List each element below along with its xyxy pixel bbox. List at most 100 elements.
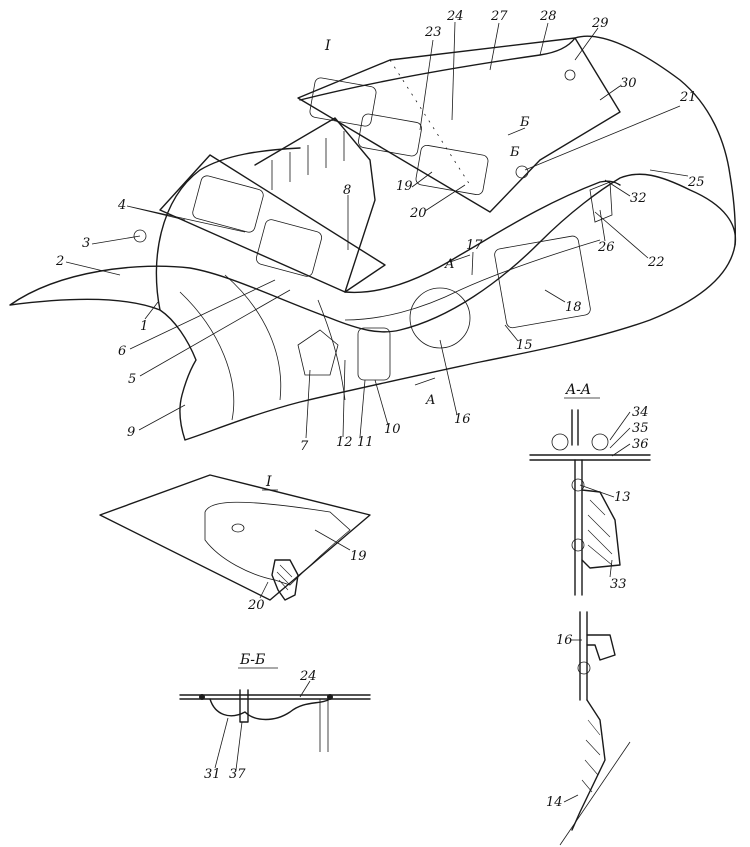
- view-I-fastener: [271, 559, 299, 601]
- hatch-4: [192, 175, 264, 233]
- view-I-hatch-cover: [204, 501, 351, 586]
- callout-16: 16: [454, 412, 471, 427]
- side-panel-lower-edge: [344, 239, 601, 321]
- section-AA-upper-web: [574, 459, 583, 596]
- callout-6: 6: [118, 344, 126, 359]
- fairing-left-shoulder: [155, 147, 301, 311]
- section-AA-bolt-13: [571, 478, 585, 492]
- front-panel: [159, 154, 386, 293]
- hatch-23: [358, 113, 422, 157]
- callout-27: 27: [490, 9, 508, 24]
- hatch-5: [255, 219, 323, 277]
- callout-30: 30: [620, 76, 637, 91]
- cut-marker-B-bottom: Б: [509, 145, 520, 160]
- callout-19: 19: [396, 179, 413, 194]
- bay-frames: [271, 131, 345, 190]
- callout-15: 15: [516, 338, 533, 353]
- callout-37: 37: [229, 767, 246, 782]
- section-AA-angle-16: [586, 634, 616, 661]
- callout-18: 18: [565, 300, 582, 315]
- fitting-21: [515, 165, 529, 179]
- section-AA-bracket-hatch: [587, 499, 613, 566]
- callout-2: 2: [55, 254, 64, 269]
- view-I-title: I: [265, 474, 272, 490]
- contour-line-1: [179, 291, 235, 421]
- side-longeron: [344, 180, 621, 294]
- section-BB-title: Б-Б: [239, 652, 265, 668]
- section-BB-skin: [179, 694, 371, 700]
- callout-28: 28: [539, 9, 557, 24]
- section-A-A: [529, 409, 651, 846]
- view-titles: I I A-A Б-Б A A Б Б: [238, 38, 600, 669]
- cut-marker-B-top: Б: [519, 115, 530, 130]
- cut-marker-A-bottom: A: [425, 393, 435, 408]
- callout-11: 11: [357, 435, 374, 450]
- fitting-3: [133, 229, 147, 243]
- callout-32: 32: [630, 191, 647, 206]
- panel-26: [589, 181, 613, 223]
- section-AA-skin-hatch: [581, 719, 601, 793]
- section-BB-rivet-right: [327, 694, 333, 700]
- contour-line-2: [224, 274, 282, 401]
- callout-1: 1: [140, 319, 148, 334]
- callout-13: 13: [614, 490, 631, 505]
- rivet-seam-24: [389, 59, 471, 186]
- callout-25: 25: [687, 175, 705, 190]
- cut-line-A: [414, 254, 471, 386]
- section-AA-skin-14: [571, 699, 606, 831]
- section-AA-lower-web: [579, 611, 588, 701]
- callout-14: 14: [546, 795, 563, 810]
- callout-labels: 1 2 3 4 5 6 7 8 9 10 11 12 13 14 15 16 1…: [55, 9, 705, 810]
- cut-marker-A-top: A: [444, 257, 454, 272]
- callout-19-view-I: 19: [350, 549, 367, 564]
- round-hatch-16: [409, 287, 471, 349]
- section-BB-profile: [209, 698, 331, 721]
- callout-26: 26: [597, 240, 615, 255]
- callout-35: 35: [632, 421, 649, 436]
- callout-9: 9: [127, 425, 135, 440]
- contour-line-3: [317, 299, 346, 401]
- fairing-outer-skin: [9, 173, 737, 441]
- section-AA-title: A-A: [564, 382, 591, 398]
- callout-23: 23: [424, 25, 442, 40]
- hole-29: [564, 69, 576, 81]
- section-BB-rivet-left: [199, 694, 205, 700]
- hatch-19: [415, 144, 489, 196]
- hatch-I: [309, 77, 377, 127]
- callout-22: 22: [647, 255, 665, 270]
- callout-29: 29: [591, 16, 609, 31]
- cut-line-B: [507, 127, 526, 136]
- callout-24-section-BB: 24: [299, 669, 317, 684]
- section-AA-top-plate: [529, 454, 651, 461]
- section-AA-nut-left: [551, 433, 569, 451]
- callout-24: 24: [446, 9, 464, 24]
- leader-lines: [65, 21, 689, 803]
- view-I-fastener-hatch: [276, 564, 293, 591]
- callout-4: 4: [117, 198, 126, 213]
- callout-36: 36: [632, 437, 649, 452]
- callout-33: 33: [610, 577, 627, 592]
- callout-16-section-AA: 16: [556, 633, 573, 648]
- callout-17: 17: [466, 238, 483, 253]
- section-AA-nut-34: [591, 433, 609, 451]
- callout-21: 21: [679, 90, 697, 105]
- section-B-B: [179, 689, 371, 752]
- hatch-7: [297, 329, 339, 376]
- callout-3: 3: [82, 236, 90, 251]
- callout-10: 10: [384, 422, 401, 437]
- section-AA-bracket-33: [581, 489, 621, 569]
- section-AA-fairing-line: [559, 741, 631, 846]
- side-panel-18: [494, 235, 591, 329]
- callout-31: 31: [204, 767, 221, 782]
- callout-12: 12: [336, 435, 353, 450]
- callout-7: 7: [300, 439, 309, 454]
- view-I-sheet: [99, 474, 371, 601]
- callout-20: 20: [409, 206, 427, 221]
- hatch-10: [357, 327, 391, 381]
- section-AA-stem: [571, 409, 579, 446]
- section-AA-bolt-lower: [571, 538, 585, 552]
- callout-34: 34: [632, 405, 649, 420]
- section-BB-guides: [319, 699, 329, 752]
- fairing-upper-edge: [299, 35, 737, 246]
